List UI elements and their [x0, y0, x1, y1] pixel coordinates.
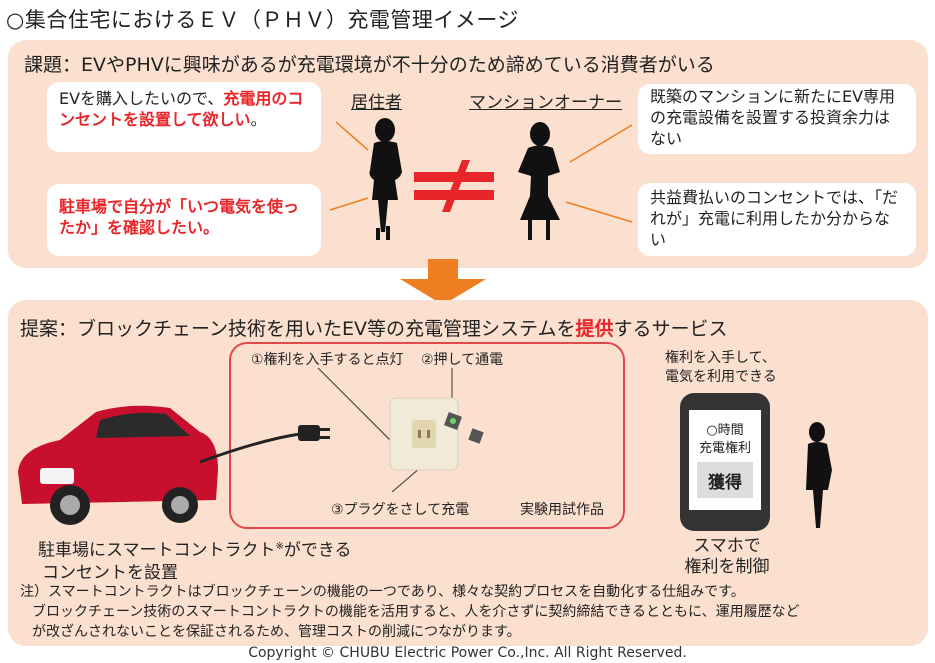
leader-line [317, 367, 393, 443]
resident-label: 居住者 [351, 93, 402, 113]
phone-screen-text: ○時間 充電権利 [689, 422, 761, 458]
phone-top-caption: 権利を入手して、 電気を利用できる [665, 349, 777, 387]
plug-icon [298, 425, 330, 441]
connector-line [329, 197, 369, 211]
proposal-heading-highlight: 提供 [575, 318, 614, 340]
owner-silhouette-icon [518, 122, 560, 240]
proposal-heading-b: するサービス [613, 318, 728, 340]
resident-bubble-1-text: EVを購入したいので、 [59, 89, 224, 108]
phone-screen-line-2: 充電権利 [698, 441, 751, 456]
note-line-2: ブロックチェーン技術のスマートコントラクトの機能を活用すると、人を介さずに契約締… [32, 604, 800, 620]
down-arrow-icon [400, 259, 486, 305]
copyright: Copyright © CHUBU Electric Power Co.,Inc… [248, 645, 687, 661]
owner-bubble-2: 共益費払いのコンセントでは、「だれが」充電に利用したか分からない [638, 183, 916, 256]
acquire-button[interactable]: 獲得 [708, 473, 742, 493]
step-2-label: ②押して通電 [421, 352, 504, 368]
step-1-label: ①権利を入手すると点灯 [251, 352, 404, 368]
woman-silhouette-icon [806, 422, 832, 528]
step-3-label: ③プラグをさして充電 [331, 502, 470, 518]
proposal-heading-a: 提案：ブロックチェーン技術を用いたEV等の充電管理システムを [20, 318, 576, 340]
prototype-frame [229, 342, 625, 529]
page-title: ○集合住宅におけるＥＶ（ＰＨＶ）充電管理イメージ [6, 8, 519, 32]
car-caption-c: コンセントを設置 [42, 562, 178, 583]
note-line-1: 注）スマートコントラクトはブロックチェーンの機能の一つであり、様々な契約プロセス… [20, 584, 745, 600]
phone-top-caption-1: 権利を入手して、 [665, 350, 776, 366]
car-icon [18, 405, 218, 525]
owner-label: マンションオーナー [469, 93, 622, 113]
car-caption-b: ができる [283, 540, 352, 561]
charging-cable [199, 432, 301, 464]
car-caption-a: 駐車場にスマートコントラクト [38, 540, 276, 561]
phone-top-caption-2: 電気を利用できる [665, 369, 777, 385]
prototype-label: 実験用試作品 [520, 502, 604, 518]
resident-bubble-1-highlight: 充電用のコンセントを設置して欲しい [59, 89, 304, 129]
resident-bubble-1: EVを購入したいので、充電用のコンセントを設置して欲しい。 [47, 82, 321, 152]
car-caption: 駐車場にスマートコントラクト※ができる コンセントを設置 [38, 536, 352, 584]
connector-line [335, 121, 369, 151]
note-line-3: が改ざんされないことを保証されるため、管理コストの削減につながります。 [32, 624, 521, 640]
phone-caption: スマホで 権利を制御 [682, 536, 772, 578]
not-equal-icon [414, 160, 494, 212]
proposal-heading: 提案：ブロックチェーン技術を用いたEV等の充電管理システムを提供するサービス [20, 314, 728, 341]
resident-bubble-1-tail: 。 [250, 110, 267, 129]
prototype-device-icon [389, 397, 484, 471]
phone-caption-1: スマホで [693, 536, 761, 556]
phone-caption-2: 権利を制御 [684, 557, 770, 577]
owner-bubble-1: 既築のマンションに新たにEV専用の充電設備を設置する投資余力はない [638, 84, 916, 154]
leader-line [391, 467, 421, 493]
connector-line [565, 201, 633, 223]
resident-bubble-2: 駐車場で自分が「いつ電気を使ったか」を確認したい。 [47, 184, 321, 256]
issue-heading: 課題：EVやPHVに興味があるが充電環境が不十分のため諦めている消費者がいる [24, 54, 715, 76]
resident-silhouette-icon [369, 118, 402, 240]
connector-line [569, 124, 633, 163]
smartphone-icon [680, 393, 770, 531]
phone-screen-line-1: ○時間 [706, 423, 744, 438]
car-caption-sup: ※ [275, 541, 284, 552]
